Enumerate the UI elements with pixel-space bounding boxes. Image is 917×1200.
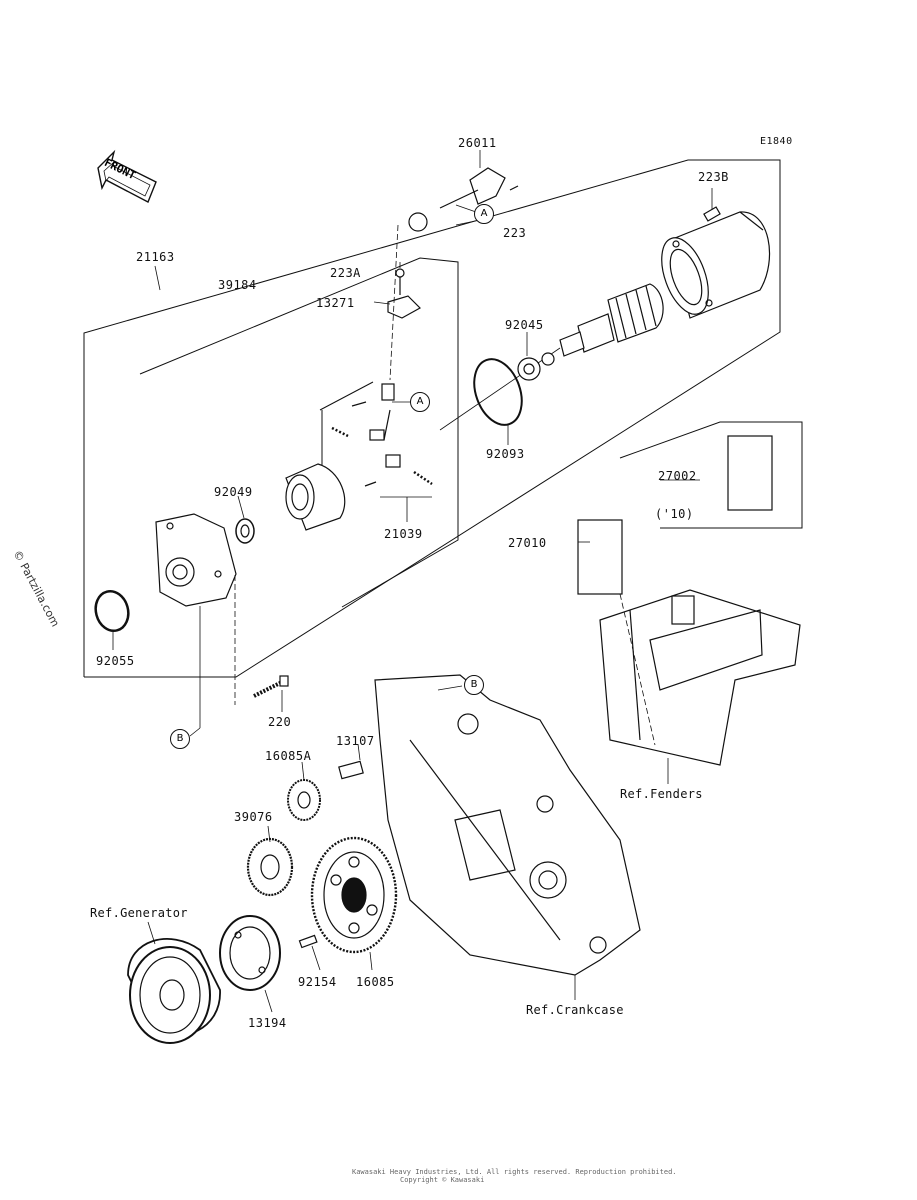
part-label-223B: 223B	[698, 170, 729, 184]
crankcase	[374, 674, 641, 976]
ref-fenders-label: Ref.Fenders	[620, 787, 703, 801]
part-label-223A: 223A	[330, 266, 361, 280]
brush-holder-assembly	[285, 383, 433, 531]
part-label-27010: 27010	[508, 536, 547, 550]
callout-a-top: A	[474, 204, 494, 224]
part-label-26011: 26011	[458, 136, 497, 150]
plate-13271	[387, 224, 421, 381]
part-label-92093: 92093	[486, 447, 525, 461]
end-cover-21163	[155, 513, 237, 607]
bearing-92045	[517, 352, 555, 381]
gear-16085A	[287, 779, 321, 821]
shaft-13107	[338, 760, 364, 780]
bolt-223B	[703, 188, 721, 222]
part-label-27002: 27002	[658, 469, 697, 483]
callout-a-mid: A	[410, 392, 430, 412]
part-label-13107: 13107	[336, 734, 375, 748]
part-label-220: 220	[268, 715, 292, 729]
leader-lines	[112, 204, 700, 1013]
part-label-16085A: 16085A	[265, 749, 312, 763]
bolt-220	[234, 575, 289, 705]
ref-generator-label: Ref.Generator	[90, 906, 188, 920]
starter-clutch-13194	[219, 915, 281, 991]
callout-b-crankcase: B	[464, 675, 484, 695]
footer-copyright-2: Copyright © Kawasaki	[400, 1176, 485, 1184]
gear-16085	[310, 836, 398, 954]
front-arrow-icon	[97, 149, 157, 203]
part-label-21163: 21163	[136, 250, 175, 264]
part-label-92049: 92049	[214, 485, 253, 499]
part-label-16085: 16085	[356, 975, 395, 989]
part-label-27002-year: ('10)	[655, 507, 694, 521]
footer-copyright-1: Kawasaki Heavy Industries, Ltd. All righ…	[352, 1168, 677, 1176]
o-ring-92055	[94, 589, 130, 633]
bolt-92154	[298, 934, 318, 949]
part-label-92055: 92055	[96, 654, 135, 668]
starter-motor	[661, 211, 771, 319]
callout-b-cover: B	[170, 729, 190, 749]
part-label-92045: 92045	[505, 318, 544, 332]
part-label-39184: 39184	[218, 278, 257, 292]
diagram-code: E1840	[760, 136, 793, 147]
armature	[439, 283, 664, 431]
seal-92049	[235, 518, 255, 544]
gear-39076	[246, 837, 294, 897]
part-label-13271: 13271	[316, 296, 355, 310]
generator-rotor	[127, 938, 221, 1044]
part-label-13194: 13194	[248, 1016, 287, 1030]
part-label-92154: 92154	[298, 975, 337, 989]
o-ring-92093	[473, 358, 523, 426]
ref-crankcase-label: Ref.Crankcase	[526, 1003, 624, 1017]
part-label-223: 223	[503, 226, 527, 240]
starter-cable-26011	[408, 150, 519, 232]
part-label-21039: 21039	[384, 527, 423, 541]
fender-bracket	[577, 435, 801, 766]
part-label-39076: 39076	[234, 810, 273, 824]
